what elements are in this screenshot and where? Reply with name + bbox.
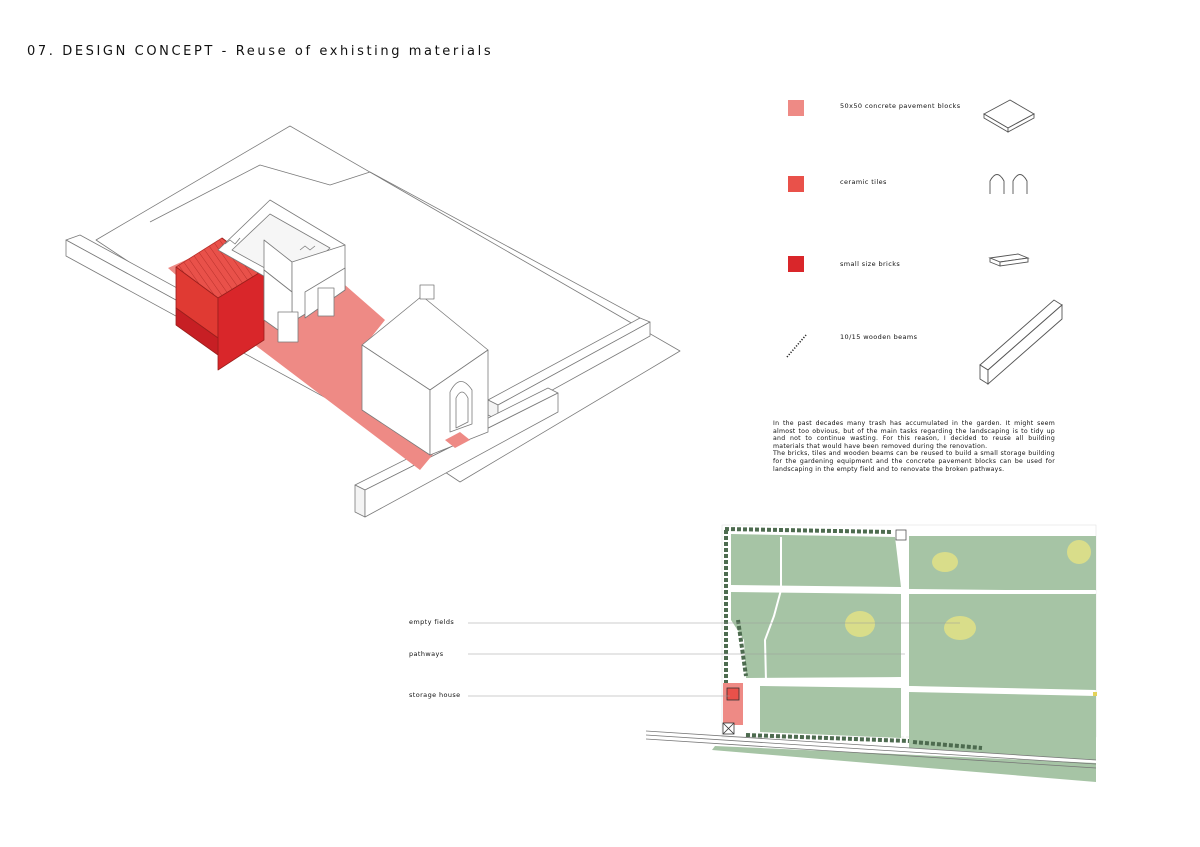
description-text: In the past decades many trash has accum… (773, 420, 1055, 473)
railway (645, 730, 1097, 769)
legend-icons (786, 99, 1063, 385)
legend-label-pavement: 50x50 concrete pavement blocks (840, 102, 961, 110)
bricks-swatch (788, 256, 804, 272)
hedge-border (724, 527, 983, 750)
pavement-swatch (788, 100, 804, 116)
gate-tower (361, 284, 489, 456)
callout-lines (468, 622, 960, 697)
wooden-beam-icon (979, 299, 1063, 385)
legend-label-bricks: small size bricks (840, 260, 901, 268)
legend-label-tiles: ceramic tiles (840, 178, 887, 186)
page-title: 07. DESIGN CONCEPT - Reuse of exhisting … (27, 44, 494, 59)
castle-block (217, 199, 346, 343)
right-marker (1093, 692, 1097, 696)
storage-house (175, 237, 265, 371)
axonometric-drawing (65, 125, 681, 518)
label-pathways: pathways (409, 650, 444, 658)
tree-canopy (845, 540, 1091, 640)
neighbour-outline (149, 164, 641, 319)
description-paragraph-2: The bricks, tiles and wooden beams can b… (773, 450, 1055, 473)
legend-label-beams: 10/15 wooden beams (840, 333, 918, 341)
ceramic-tile-icon (989, 174, 1028, 194)
brick-icon (988, 253, 1030, 267)
label-storage-house: storage house (409, 691, 461, 699)
beam-swatch (786, 334, 807, 358)
site-plan (645, 524, 1097, 782)
gate-marker (895, 529, 907, 541)
description-paragraph-1: In the past decades many trash has accum… (773, 420, 1055, 450)
label-empty-fields: empty fields (409, 618, 455, 626)
pavement-block-icon (983, 99, 1035, 133)
storage-house-plan (722, 683, 743, 735)
empty-fields (712, 534, 1096, 782)
tiles-swatch (788, 176, 804, 192)
